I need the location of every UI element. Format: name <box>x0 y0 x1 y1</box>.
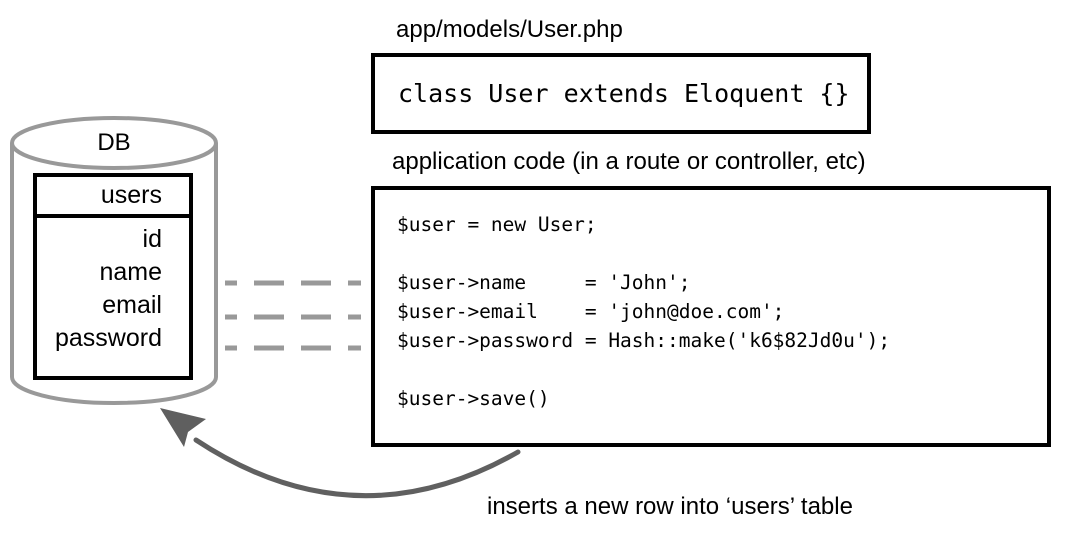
arrow-caption: inserts a new row into ‘users’ table <box>487 493 853 520</box>
field-mapping-dashes <box>225 280 361 351</box>
application-code-box: $user = new User; $user->name = 'John'; … <box>371 186 1051 447</box>
users-table-fields: id name email password <box>37 218 189 355</box>
table-field-email: email <box>102 291 162 319</box>
table-field-password: password <box>55 324 162 352</box>
save-arrow <box>160 408 521 499</box>
table-field-name: name <box>99 258 162 286</box>
model-code: class User extends Eloquent {} <box>398 78 850 108</box>
db-label: DB <box>97 129 131 156</box>
users-table: users id name email password <box>33 173 193 380</box>
application-code: $user = new User; $user->name = 'John'; … <box>397 213 891 410</box>
model-file-label: app/models/User.php <box>396 16 623 43</box>
table-field-id: id <box>142 225 162 253</box>
users-table-title: users <box>37 177 189 218</box>
arrowhead-icon <box>160 408 206 447</box>
application-code-label: application code (in a route or controll… <box>392 148 866 175</box>
model-code-box: class User extends Eloquent {} <box>371 53 871 134</box>
cylinder-top <box>10 116 218 170</box>
arrow-curve <box>193 437 521 499</box>
